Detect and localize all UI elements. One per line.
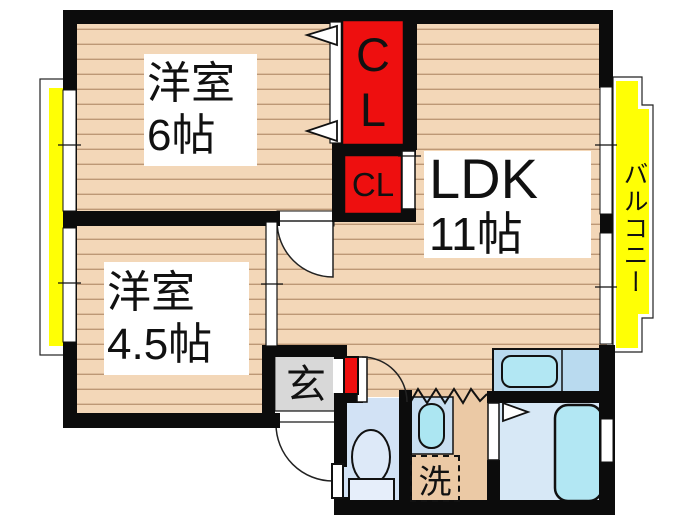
ldk-area: 11帖: [429, 207, 523, 260]
genkan-label: 玄: [286, 362, 326, 407]
closet-large-label: C L: [356, 28, 390, 136]
ldk-label: LDK 11帖: [424, 146, 591, 260]
toilet: [348, 429, 395, 502]
bathtub: [553, 403, 604, 503]
ldk-name: LDK: [429, 146, 538, 210]
room6-label: 洋室 6帖: [144, 54, 257, 166]
closet-large-box: [329, 18, 406, 147]
left-window-2: [58, 227, 81, 343]
kitchen-counter: [492, 348, 606, 394]
bathroom-door: [487, 401, 531, 461]
balcony-label: バルコニー: [620, 160, 648, 296]
room45-name: 洋室: [107, 267, 195, 317]
room45-area: 4.5帖: [107, 319, 213, 369]
bedroom45-sliding-door: [261, 221, 283, 347]
ldk-sliding-door: [398, 150, 421, 210]
bedroom6-door: [276, 210, 335, 278]
shoe-cabinet-gap: [333, 359, 344, 393]
kitchen-sink: [501, 355, 558, 388]
room45-label: 洋室 4.5帖: [104, 262, 249, 375]
closet-door-arrows: [304, 24, 338, 143]
left-window-1: [58, 89, 81, 212]
closet-small-box: [342, 153, 404, 216]
laundry-space-label: 洗: [410, 455, 460, 502]
bathroom-window: [600, 418, 614, 463]
right-window-2: [595, 232, 617, 345]
accordion-curtain: [409, 387, 488, 405]
washbasin: [410, 396, 454, 455]
shoe-cabinet: [343, 356, 359, 395]
closet-small-label: CL: [351, 165, 395, 203]
right-balcony: [612, 76, 654, 353]
windows: [58, 86, 617, 463]
right-window-1: [595, 86, 617, 215]
entrance-door-arc: [275, 423, 334, 482]
room6-name: 洋室: [147, 59, 235, 109]
entry-tile: [274, 347, 338, 416]
room6-area: 6帖: [147, 111, 216, 160]
entrance-door-leaf: [331, 463, 344, 499]
